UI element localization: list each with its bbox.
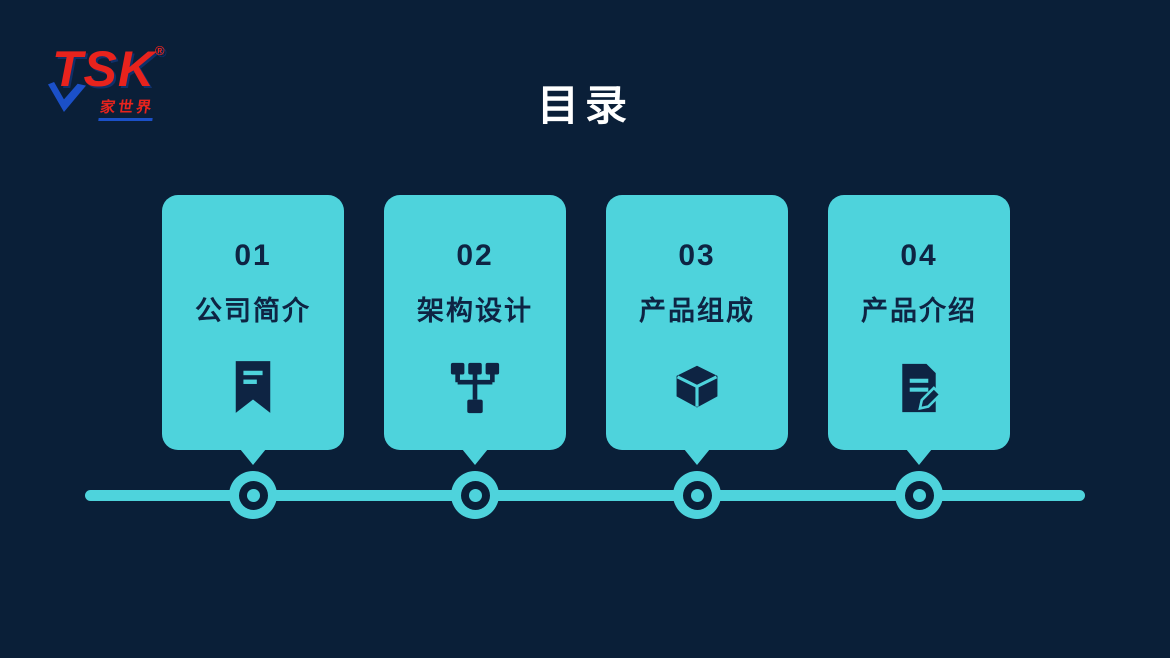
toc-card-product-composition: 03 产品组成 bbox=[606, 195, 788, 450]
cube-icon bbox=[671, 360, 723, 416]
card-label: 产品介绍 bbox=[861, 296, 977, 326]
timeline-node-4 bbox=[895, 471, 943, 519]
toc-card-company-intro: 01 公司简介 bbox=[162, 195, 344, 450]
timeline-node-ring bbox=[460, 480, 490, 510]
card-label: 产品组成 bbox=[639, 296, 755, 326]
card-number: 01 bbox=[234, 239, 272, 272]
tsk-logo: TSK® 家世界 bbox=[48, 44, 202, 121]
timeline-node-dot bbox=[246, 488, 260, 502]
timeline-node-dot bbox=[690, 488, 704, 502]
card-label: 架构设计 bbox=[417, 296, 533, 326]
timeline-node-dot bbox=[468, 488, 482, 502]
card-number: 03 bbox=[678, 239, 716, 272]
page-title: 目录 bbox=[536, 82, 633, 129]
registered-mark: ® bbox=[155, 43, 166, 58]
card-label: 公司简介 bbox=[195, 296, 311, 326]
document-edit-icon bbox=[893, 360, 945, 416]
timeline-node-ring bbox=[238, 480, 268, 510]
timeline-node-1 bbox=[229, 471, 277, 519]
timeline-node-dot bbox=[912, 488, 926, 502]
timeline-node-3 bbox=[673, 471, 721, 519]
timeline-bar bbox=[85, 490, 1085, 501]
toc-card-product-intro: 04 产品介绍 bbox=[828, 195, 1010, 450]
timeline-node-ring bbox=[904, 480, 934, 510]
bookmark-lines-icon bbox=[230, 360, 276, 416]
card-number: 04 bbox=[900, 239, 938, 272]
timeline-node-ring bbox=[682, 480, 712, 510]
hierarchy-icon bbox=[448, 360, 502, 416]
logo-brand: TSK bbox=[52, 41, 155, 97]
logo-text: TSK® bbox=[52, 44, 202, 94]
toc-card-architecture: 02 架构设计 bbox=[384, 195, 566, 450]
timeline-node-2 bbox=[451, 471, 499, 519]
card-number: 02 bbox=[456, 239, 494, 272]
toc-cards: 01 公司简介 02 架构设计 bbox=[162, 195, 1010, 450]
